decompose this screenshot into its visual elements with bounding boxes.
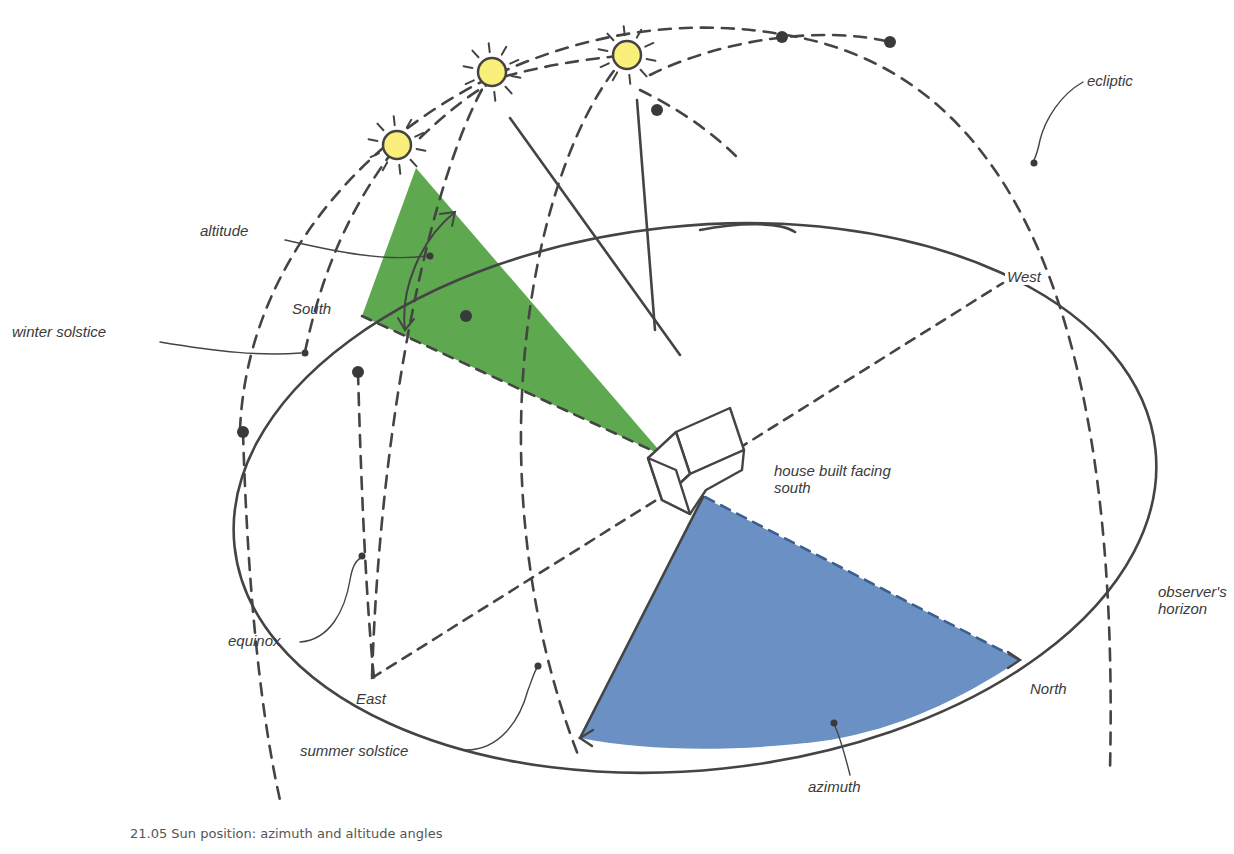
sun-icons <box>369 26 656 174</box>
sun-ray <box>489 43 490 52</box>
compass-label: South <box>292 300 331 317</box>
marker-dot <box>1031 160 1038 167</box>
altitude-arc <box>404 212 455 330</box>
marker-dot <box>302 350 309 357</box>
house <box>648 408 744 514</box>
arrow-head <box>580 730 593 746</box>
azimuth-sector <box>580 497 1020 749</box>
azimuth-label: azimuth <box>808 778 861 795</box>
marker-dot <box>776 31 788 43</box>
sun-ray <box>637 30 641 38</box>
sun-ray <box>624 26 625 35</box>
sun-ray <box>383 162 387 170</box>
arrow-head <box>1008 652 1020 668</box>
sky-arc <box>243 432 280 800</box>
leader-line <box>1034 82 1083 160</box>
sun-ray <box>641 70 647 77</box>
sun-ray <box>415 133 423 137</box>
marker-dot <box>535 663 542 670</box>
equinox-label: equinox <box>228 632 281 649</box>
sun-ray <box>607 34 613 41</box>
solstice-label: winter solstice <box>12 323 106 340</box>
sun-ray <box>369 139 378 141</box>
sun-ray <box>700 224 795 232</box>
sun-ray <box>466 80 474 84</box>
sun-ray <box>494 92 495 101</box>
sun-ray <box>601 63 609 67</box>
leader-line <box>835 726 850 775</box>
arrow-head <box>440 212 455 226</box>
sun-ray <box>647 59 656 61</box>
compass-label: East <box>356 690 386 707</box>
equinox-arc <box>372 72 492 678</box>
sun-ray <box>394 116 395 125</box>
sky-arc <box>358 372 374 678</box>
leader-line <box>285 240 426 258</box>
marker-dot <box>352 366 364 378</box>
sun <box>613 41 641 69</box>
sun-ray <box>411 160 417 167</box>
sun-ray <box>377 124 383 131</box>
east-west-line <box>372 283 1003 678</box>
altitude-sector <box>362 168 664 456</box>
sun <box>478 58 506 86</box>
sun-ray <box>399 165 400 174</box>
horizon-label: observer's horizon <box>1156 583 1228 617</box>
marker-dot <box>427 253 434 260</box>
sun-ray <box>637 100 655 330</box>
marker-dot <box>460 310 472 322</box>
compass-label: West <box>1005 268 1043 285</box>
marker-dot <box>359 553 366 560</box>
house-label: house built facing south <box>772 462 896 496</box>
sun-ray <box>478 89 482 97</box>
sun-ray <box>417 149 426 151</box>
altitude-label: altitude <box>200 222 248 239</box>
north-line <box>705 497 1020 660</box>
sun-ray <box>645 43 653 47</box>
sun-ray <box>502 47 506 55</box>
sun <box>383 131 411 159</box>
summer-solstice-arc <box>521 55 627 760</box>
leader-line <box>160 342 301 354</box>
leader-line <box>300 558 361 642</box>
figure-caption: 21.05 Sun position: azimuth and altitude… <box>130 826 442 841</box>
ecliptic-arc <box>240 28 1111 770</box>
sun-ray <box>506 87 512 94</box>
ecliptic-label: ecliptic <box>1087 72 1133 89</box>
sun-ray <box>464 66 473 68</box>
compass-label: North <box>1030 680 1067 697</box>
sun-ray <box>472 51 478 58</box>
azimuth-edge <box>580 497 703 738</box>
house-front <box>648 458 690 514</box>
sun-ray <box>407 120 411 128</box>
horizon-ellipse <box>206 179 1184 817</box>
solstice-label: summer solstice <box>300 742 408 759</box>
marker-dot <box>237 426 249 438</box>
sun-ray <box>371 153 379 157</box>
sun-ray <box>599 49 608 51</box>
sky-arc <box>650 35 890 75</box>
sun-ray <box>512 76 521 78</box>
marker-dot <box>651 104 663 116</box>
leader-line <box>466 668 537 750</box>
marker-dot <box>884 36 896 48</box>
marker-dot <box>831 720 838 727</box>
sun-ray <box>510 60 518 64</box>
sky-arc <box>305 145 397 352</box>
sun-ray <box>613 72 617 80</box>
sky-arc <box>640 90 740 160</box>
sun-ray <box>629 75 630 84</box>
arrow-head <box>398 318 414 330</box>
